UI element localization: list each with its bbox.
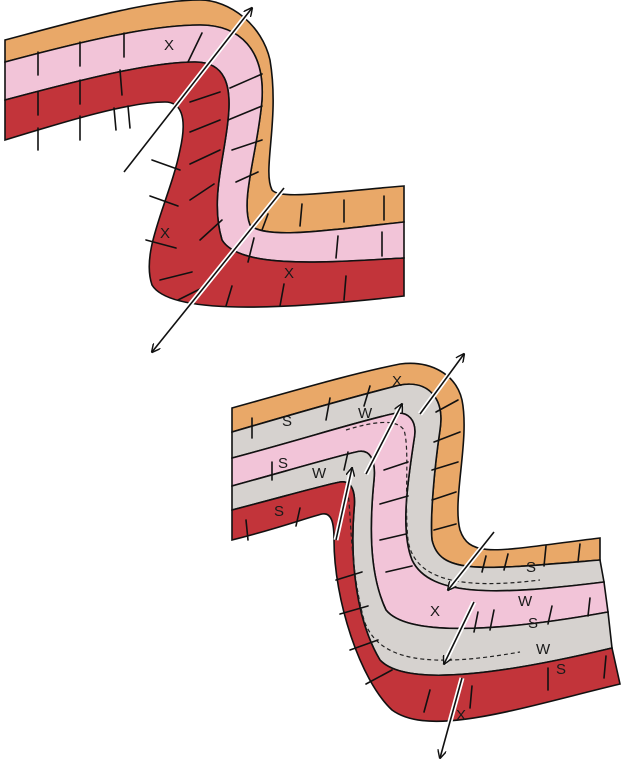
- top-mark-3: X: [284, 265, 294, 282]
- bottom-w-label-4: W: [536, 641, 551, 658]
- bottom-fold: S S S S S S W W W W X X X: [232, 354, 620, 758]
- top-mark-1: X: [164, 37, 174, 54]
- bottom-s-label-3: S: [274, 503, 284, 520]
- bottom-mark-2: X: [430, 603, 440, 620]
- bottom-mark-1: X: [392, 373, 402, 390]
- bottom-w-label-2: W: [312, 465, 327, 482]
- bottom-s-label-1: S: [282, 413, 292, 430]
- top-mark-2: X: [160, 225, 170, 242]
- top-fold: X X X: [5, 0, 404, 352]
- bottom-s-label-4: S: [526, 559, 536, 576]
- bottom-s-label-6: S: [556, 661, 566, 678]
- bottom-w-label-1: W: [358, 405, 373, 422]
- top-red-layer: [5, 62, 404, 307]
- bottom-s-label-2: S: [278, 455, 288, 472]
- bottom-s-label-5: S: [528, 615, 538, 632]
- bottom-mark-3: X: [456, 707, 466, 724]
- bottom-w-label-3: W: [518, 593, 533, 610]
